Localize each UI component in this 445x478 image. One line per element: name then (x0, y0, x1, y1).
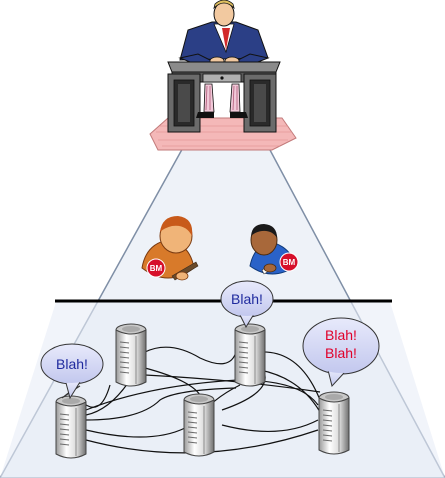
server-tower-icon (115, 323, 147, 387)
server-tower-icon (55, 395, 87, 459)
bubble-text-middle: Blah! (231, 291, 263, 307)
executive-at-desk-icon (149, 0, 297, 151)
manager-badge-left: BM (150, 264, 163, 273)
manager-person-icon: BM (141, 216, 199, 281)
network-cables (79, 346, 321, 454)
server-tower-icon (234, 323, 266, 387)
bubble-text-left: Blah! (56, 356, 88, 372)
speech-bubble-right: Blah! Blah! (302, 317, 380, 388)
bubble-text-right-line1: Blah! (325, 327, 357, 343)
speech-bubble-middle: Blah! (220, 280, 274, 329)
server-tower-icon (183, 393, 215, 457)
bubble-text-right-line2: Blah! (325, 345, 357, 361)
manager-person-icon: BM (249, 224, 299, 275)
manager-badge-right: BM (283, 258, 296, 267)
speech-bubble-left: Blah! (40, 343, 104, 400)
server-tower-icon (318, 391, 350, 455)
